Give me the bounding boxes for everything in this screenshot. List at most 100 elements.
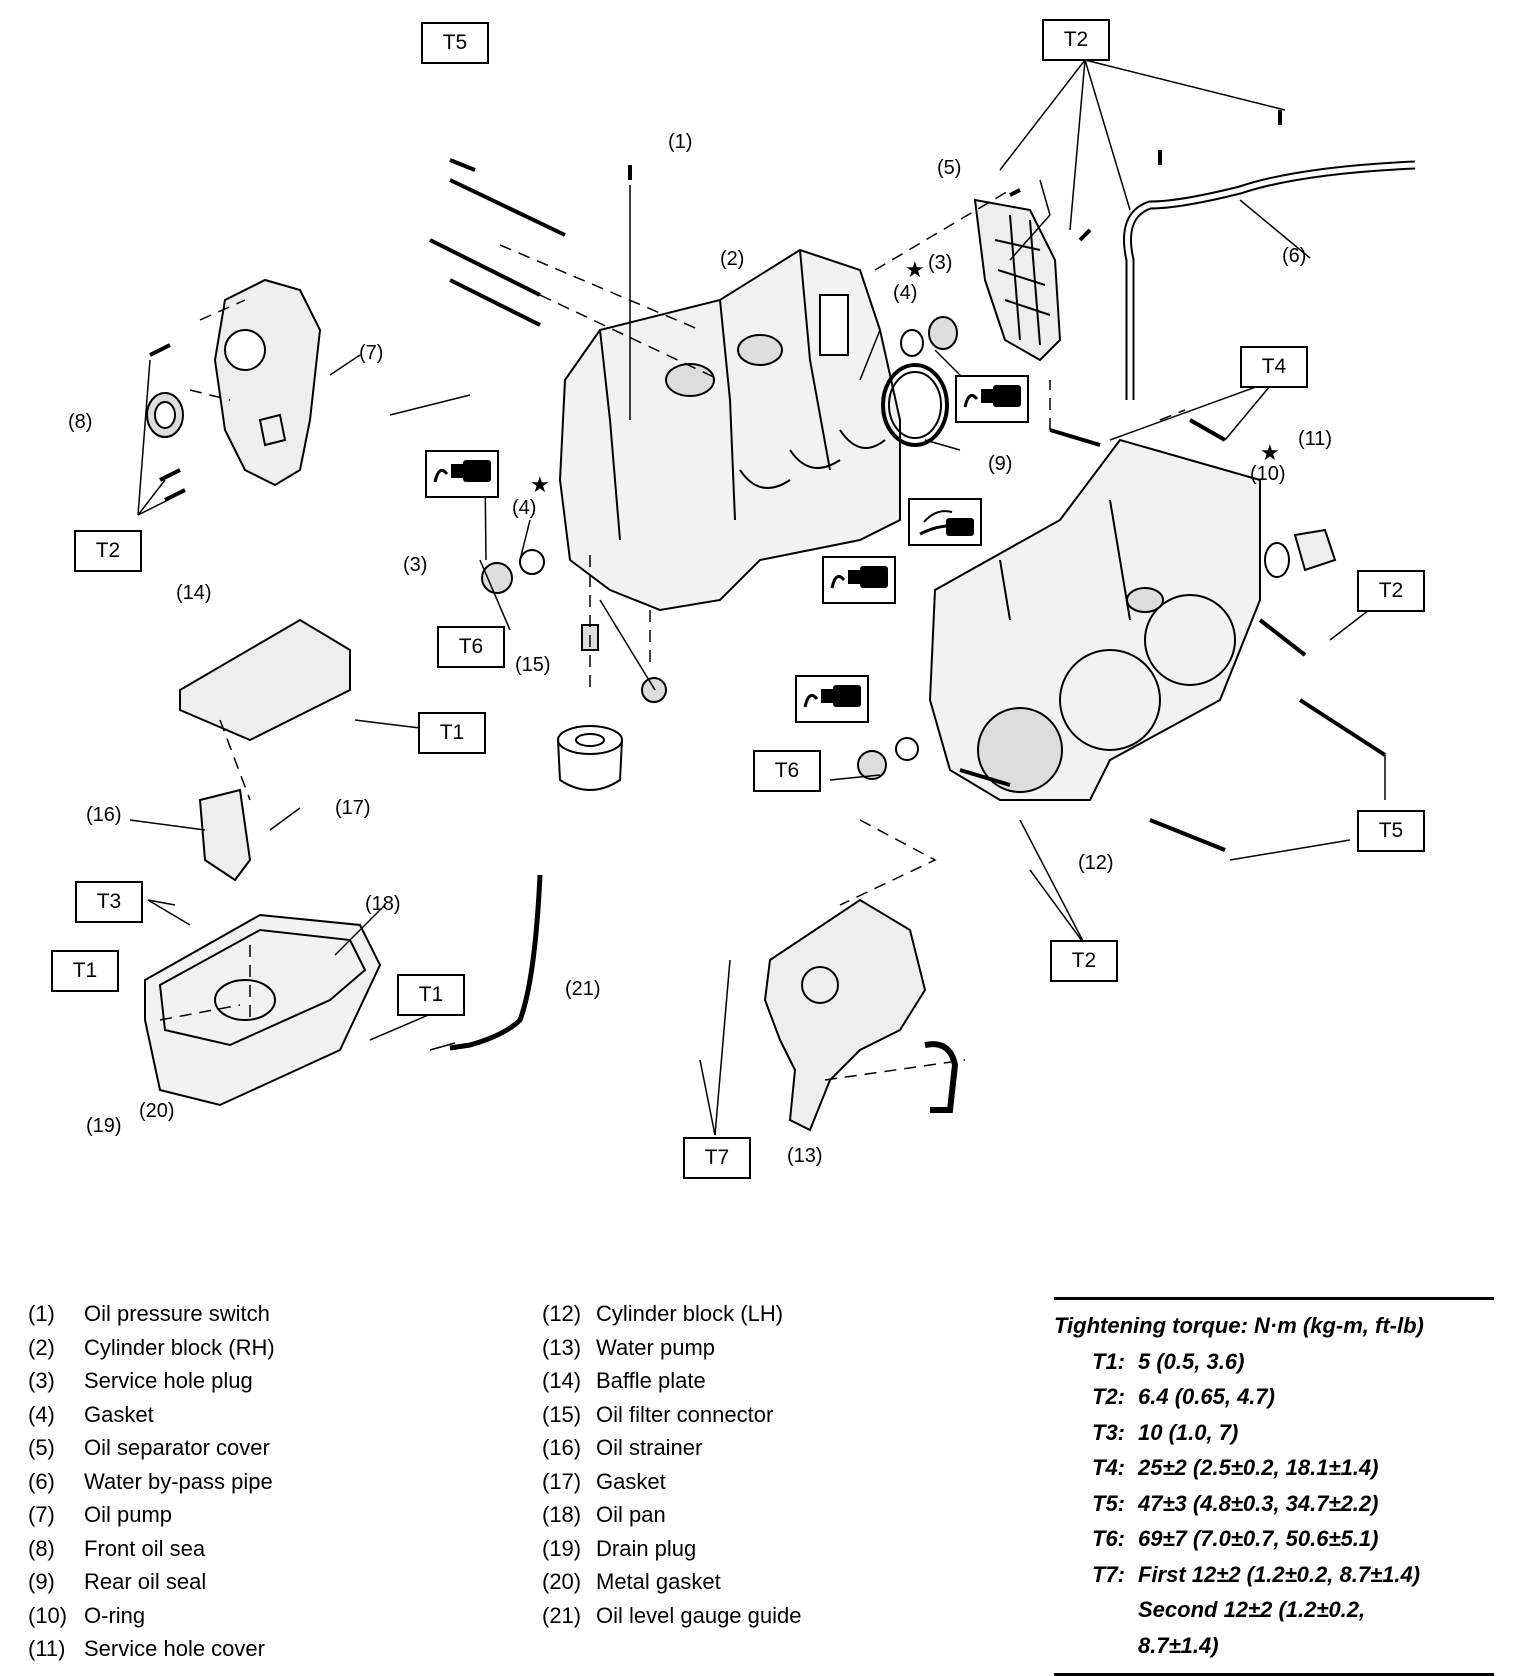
legend-item: (7)Oil pump (28, 1498, 275, 1532)
legend-item: (12) Cylinder block (LH) (542, 1297, 801, 1331)
sealant-icon (425, 450, 499, 498)
oil-filter-drawing (557, 624, 623, 791)
legend-item-label: Metal gasket (596, 1569, 721, 1594)
legend-item: (8)Front oil sea (28, 1532, 275, 1566)
legend-item: (5)Oil separator cover (28, 1431, 275, 1465)
callout-2: (2) (720, 248, 745, 270)
legend-item-number: (1) (28, 1301, 55, 1326)
exploded-engine-diagram: (1) (2) (3) (4) (5) (6) (7) (8) (9) (10)… (51, 19, 1425, 1179)
legend-item-number: (17) (542, 1468, 582, 1494)
callout-19: (19) (86, 1115, 122, 1137)
callout-13: (13) (787, 1145, 823, 1167)
callout-1: (1) (668, 131, 693, 153)
sealant-icon (822, 556, 896, 604)
grease-icon (908, 498, 982, 546)
torque-value: 6.4 (0.65, 4.7) (1138, 1384, 1275, 1409)
legend-item-label: Water pump (596, 1334, 716, 1360)
legend-item-number: (18) (542, 1502, 582, 1527)
legend-item: (2)Cylinder block (RH) (28, 1331, 275, 1365)
torque-tag-t2: T2 (1042, 19, 1110, 61)
torque-tag-t6: T6 (437, 626, 505, 668)
legend-item: (14)Baffle plate (542, 1364, 801, 1398)
legend-item-number: (5) (28, 1435, 55, 1460)
legend-item: (11)Service hole cover (28, 1632, 275, 1666)
torque-code: T7: (1092, 1561, 1125, 1587)
torque-tag-t4: T4 (1240, 346, 1308, 388)
legend-item-number: (13) (542, 1334, 582, 1360)
torque-value: 10 (1.0, 7) (1138, 1419, 1239, 1445)
legend-item: (6)Water by-pass pipe (28, 1465, 275, 1499)
baffle-plate-drawing (179, 618, 351, 742)
rear-oil-seal-drawing (881, 363, 949, 447)
oil-pan-drawing (144, 913, 382, 1107)
torque-tag-t1: T1 (397, 974, 465, 1016)
legend-item: (10) O-ring (28, 1599, 275, 1633)
legend-item-label: Water by-pass pipe (84, 1468, 273, 1494)
star-marker: ★ (1260, 440, 1280, 465)
legend-item: (1) Oil pressure switch (28, 1297, 275, 1331)
torque-value: 69±7 (7.0±0.7, 50.6±5.1) (1138, 1526, 1379, 1551)
oil-pump-drawing (213, 278, 322, 487)
callout-12: (12) (1078, 852, 1114, 874)
callout-14: (14) (176, 582, 212, 604)
callout-10: (10) (1250, 463, 1286, 485)
legend-item: (19)Drain plug (542, 1532, 801, 1566)
callout-9: (9) (988, 453, 1013, 475)
oil-separator-cover-drawing (973, 198, 1062, 362)
torque-tag-t5: T5 (421, 22, 489, 64)
callout-7: (7) (359, 342, 384, 364)
torque-code: T3: (1092, 1419, 1125, 1445)
torque-value: 5 (0.5, 3.6) (1138, 1348, 1245, 1374)
legend-item: (15)Oil filter connector (542, 1398, 801, 1432)
star-marker: ★ (905, 257, 925, 282)
torque-tag-t7: T7 (683, 1137, 751, 1179)
legend-item-number: (10) (28, 1602, 68, 1628)
parts-legend-left: (1) Oil pressure switch (2)Cylinder block … (28, 1297, 275, 1666)
legend-item: (17)Gasket (542, 1465, 801, 1499)
callout-11: (11) (1298, 428, 1333, 450)
cylinder-block-lh (928, 438, 1261, 801)
tightening-torque-table: Tightening torque: N·m (kg-m, ft-lb) T1:… (1054, 1297, 1494, 1676)
legend-item-label: Drain plug (596, 1535, 697, 1561)
legend-item-label: Gasket (84, 1401, 154, 1427)
legend-item: (9) Rear oil seal (28, 1565, 275, 1599)
torque-row: T2:6.4 (0.65, 4.7) (1054, 1379, 1494, 1415)
legend-item-number: (3) (28, 1368, 55, 1393)
torque-tag-t3: T3 (75, 881, 143, 923)
water-pump-drawing (763, 898, 959, 1132)
cylinder-block-rh (558, 248, 901, 612)
legend-item-label: O-ring (84, 1602, 146, 1628)
legend-item: (21)Oil level gauge guide (542, 1599, 801, 1633)
torque-table-header: Tightening torque: N·m (kg-m, ft-lb) (1054, 1313, 1424, 1338)
torque-row: T4:25±2 (2.5±0.2, 18.1±1.4) (1054, 1450, 1494, 1486)
legend-item-label: Rear oil seal (84, 1569, 207, 1594)
torque-tag-t1: T1 (418, 712, 486, 754)
legend-item-number: (9) (28, 1569, 55, 1594)
callout-18: (18) (365, 893, 401, 915)
callout-4-right: (4) (893, 282, 918, 304)
torque-value: 47±3 (4.8±0.3, 34.7±2.2) (1138, 1490, 1379, 1516)
legend-item-label: Oil pressure switch (84, 1301, 270, 1326)
legend-item-number: (11) (28, 1636, 66, 1661)
legend-item-label: Oil filter connector (596, 1401, 774, 1427)
callout-21: (21) (565, 978, 601, 1000)
legend-item-label: Cylinder block (LH) (596, 1301, 784, 1326)
legend-item-number: (12) (542, 1301, 582, 1326)
torque-tag-t2: T2 (74, 530, 142, 572)
legend-item-label: Oil level gauge guide (596, 1602, 802, 1628)
callout-5: (5) (937, 157, 962, 179)
callout-17: (17) (335, 797, 371, 819)
torque-value: First 12±2 (1.2±0.2, 8.7±1.4) (1138, 1561, 1421, 1587)
legend-item-label: Service hole plug (84, 1368, 253, 1393)
callout-16: (16) (86, 804, 122, 826)
legend-item-number: (2) (28, 1334, 55, 1360)
torque-row: T6:69±7 (7.0±0.7, 50.6±5.1) (1054, 1521, 1494, 1557)
legend-item: (4)Gasket (28, 1398, 275, 1432)
callout-3-left: (3) (403, 554, 428, 576)
torque-row: T7: First 12±2 (1.2±0.2, 8.7±1.4) (1054, 1557, 1494, 1593)
legend-item-number: (7) (28, 1502, 55, 1527)
sealant-icon (955, 375, 1029, 423)
torque-t7-second-cont: 8.7±1.4) (1138, 1632, 1219, 1658)
legend-item-label: Oil strainer (596, 1435, 703, 1460)
torque-tag-t2: T2 (1357, 570, 1425, 612)
